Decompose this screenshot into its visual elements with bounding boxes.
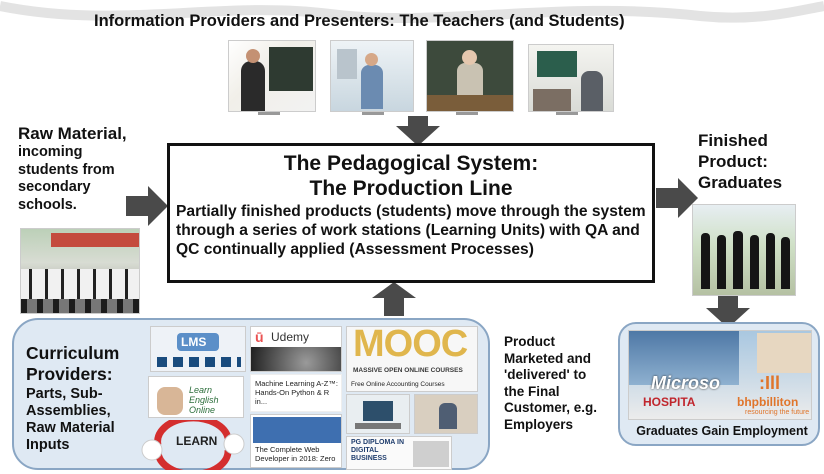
ml-course-tile: Machine Learning A-Z™: Hands-On Python &…	[250, 374, 342, 412]
graduates-photo	[692, 204, 796, 296]
study-tile	[414, 394, 478, 434]
teacher-photo-2	[330, 40, 414, 112]
employment-caption: Graduates Gain Employment	[636, 424, 808, 438]
arrow-down-into-system	[396, 116, 440, 146]
arrow-right-into-system	[126, 186, 168, 226]
arrow-down-to-employment	[706, 296, 750, 328]
udemy-label: Udemy	[271, 330, 310, 344]
logo-bhp-icon: :Ill	[759, 373, 780, 393]
employers-collage: Microso HOSPITA :Ill bhpbilliton resourc…	[628, 330, 812, 420]
incoming-students-photo	[20, 228, 140, 314]
teacher-photo-1	[228, 40, 316, 112]
mooc-label: MOOC	[353, 326, 468, 365]
finished-product-heading: Finished Product: Graduates	[698, 131, 783, 192]
web-course-label: The Complete Web Developer in 2018: Zero…	[255, 445, 336, 468]
logo-hospital: HOSPITA	[643, 395, 696, 409]
logo-bhp-sub: resourcing the future	[745, 409, 810, 416]
curriculum-heading: Curriculum Providers:	[26, 343, 120, 384]
learn-english-tile: Learn English Online	[148, 376, 244, 418]
learn-cycle-icon	[141, 420, 245, 470]
udemy-tile: ū Udemy	[250, 326, 342, 372]
udemy-logo-icon: ū	[255, 329, 264, 345]
arrow-up-into-system	[372, 282, 416, 316]
learn-english-label: Learn English Online	[189, 385, 219, 415]
mooc-sublabel: MASSIVE OPEN ONLINE COURSES	[353, 367, 463, 374]
top-decorative-curve	[0, 1, 824, 24]
teacher-photo-3	[426, 40, 514, 112]
lms-label: LMS	[181, 335, 207, 349]
product-marketed-text: Product Marketed and 'delivered' to the …	[504, 334, 598, 432]
logo-bhp: bhpbilliton	[737, 395, 799, 409]
computer-tile	[346, 394, 410, 434]
photo-caption-marks	[258, 112, 608, 116]
raw-material-heading: Raw Material,	[18, 124, 127, 143]
logo-microsoft: Microso	[651, 373, 721, 393]
web-course-tile: The Complete Web Developer in 2018: Zero…	[250, 414, 342, 468]
center-body: Partially finished products (students) m…	[176, 203, 646, 258]
pedagogical-system-box: The Pedagogical System: The Production L…	[167, 143, 655, 283]
center-title-line1: The Pedagogical System:	[283, 152, 539, 175]
pg-diploma-label: PG DIPLOMA IN DIGITAL BUSINESS	[351, 439, 405, 462]
top-title: Information Providers and Presenters: Th…	[94, 12, 625, 30]
mooc-tile: MOOC MASSIVE OPEN ONLINE COURSES Free On…	[346, 326, 478, 392]
raw-material-body: incoming students from secondary schools…	[18, 144, 115, 213]
center-title-line2: The Production Line	[309, 177, 513, 200]
pg-diploma-tile: PG DIPLOMA IN DIGITAL BUSINESS	[346, 436, 452, 470]
learn-label: LEARN	[176, 434, 218, 448]
teacher-photo-4	[528, 44, 614, 112]
mooc-free-courses: Free Online Accounting Courses	[351, 381, 445, 388]
raw-material-block: Raw Material, incoming students from sec…	[18, 124, 130, 214]
lms-tile: LMS	[150, 326, 246, 372]
ml-course-label: Machine Learning A-Z™: Hands-On Python &…	[255, 379, 338, 406]
arrow-right-out-of-system	[656, 178, 698, 218]
curriculum-body: Parts, Sub-Assemblies, Raw Material Inpu…	[26, 386, 115, 453]
